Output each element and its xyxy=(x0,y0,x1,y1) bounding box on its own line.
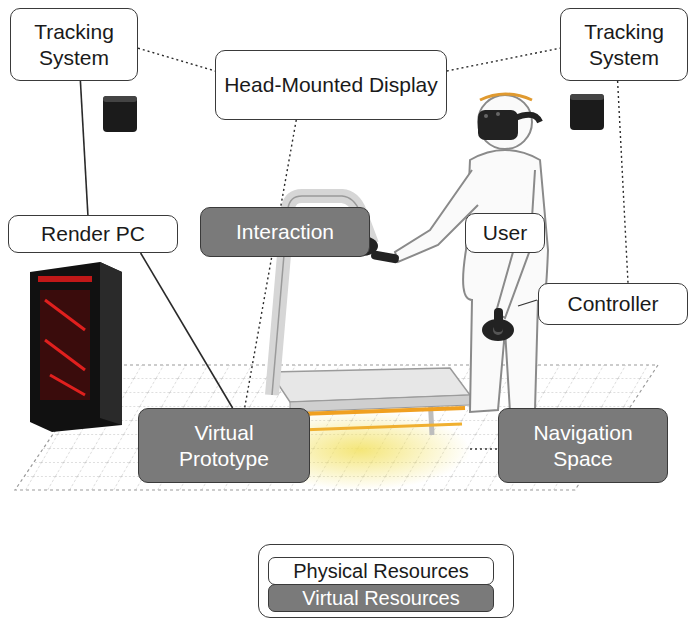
box-label: Tracking System xyxy=(569,19,679,69)
box-label: Head-Mounted Display xyxy=(224,72,438,97)
hand-controller xyxy=(482,308,514,341)
virtual-resource-box: Interaction xyxy=(200,207,370,257)
dotted-connector xyxy=(618,81,628,283)
user-figure xyxy=(395,94,548,412)
leader-line xyxy=(518,300,537,306)
physical-resource-box: User xyxy=(465,213,545,253)
head-mounted-display xyxy=(478,110,540,140)
box-label: Controller xyxy=(567,291,658,316)
pc-tower xyxy=(30,262,122,432)
legend-swatch: Virtual Resources xyxy=(268,584,494,612)
virtual-resource-box: Virtual Prototype xyxy=(138,408,310,483)
box-label: Tracking System xyxy=(19,19,129,69)
legend-swatch: Physical Resources xyxy=(268,557,494,585)
physical-resource-box: Controller xyxy=(538,283,688,325)
virtual-resource-box: Navigation Space xyxy=(498,408,668,483)
physical-resource-box: Tracking System xyxy=(10,8,138,81)
tracking-cube xyxy=(570,94,604,130)
tracking-cube xyxy=(103,96,137,132)
legend-label: Virtual Resources xyxy=(302,586,459,610)
legend-label: Physical Resources xyxy=(293,559,469,583)
solid-connector xyxy=(141,253,233,408)
box-label: Interaction xyxy=(236,219,334,244)
box-label: User xyxy=(483,220,527,245)
physical-resource-box: Head-Mounted Display xyxy=(215,50,447,120)
dotted-connector xyxy=(245,120,297,408)
box-label: Navigation Space xyxy=(507,420,659,470)
box-label: Virtual Prototype xyxy=(147,420,301,470)
leader-line xyxy=(470,448,497,449)
dotted-connector xyxy=(138,48,215,71)
physical-resource-box: Render PC xyxy=(8,215,178,253)
dotted-connector xyxy=(447,48,560,71)
box-label: Render PC xyxy=(41,221,145,246)
physical-resource-box: Tracking System xyxy=(560,8,688,81)
solid-connector xyxy=(80,81,88,215)
